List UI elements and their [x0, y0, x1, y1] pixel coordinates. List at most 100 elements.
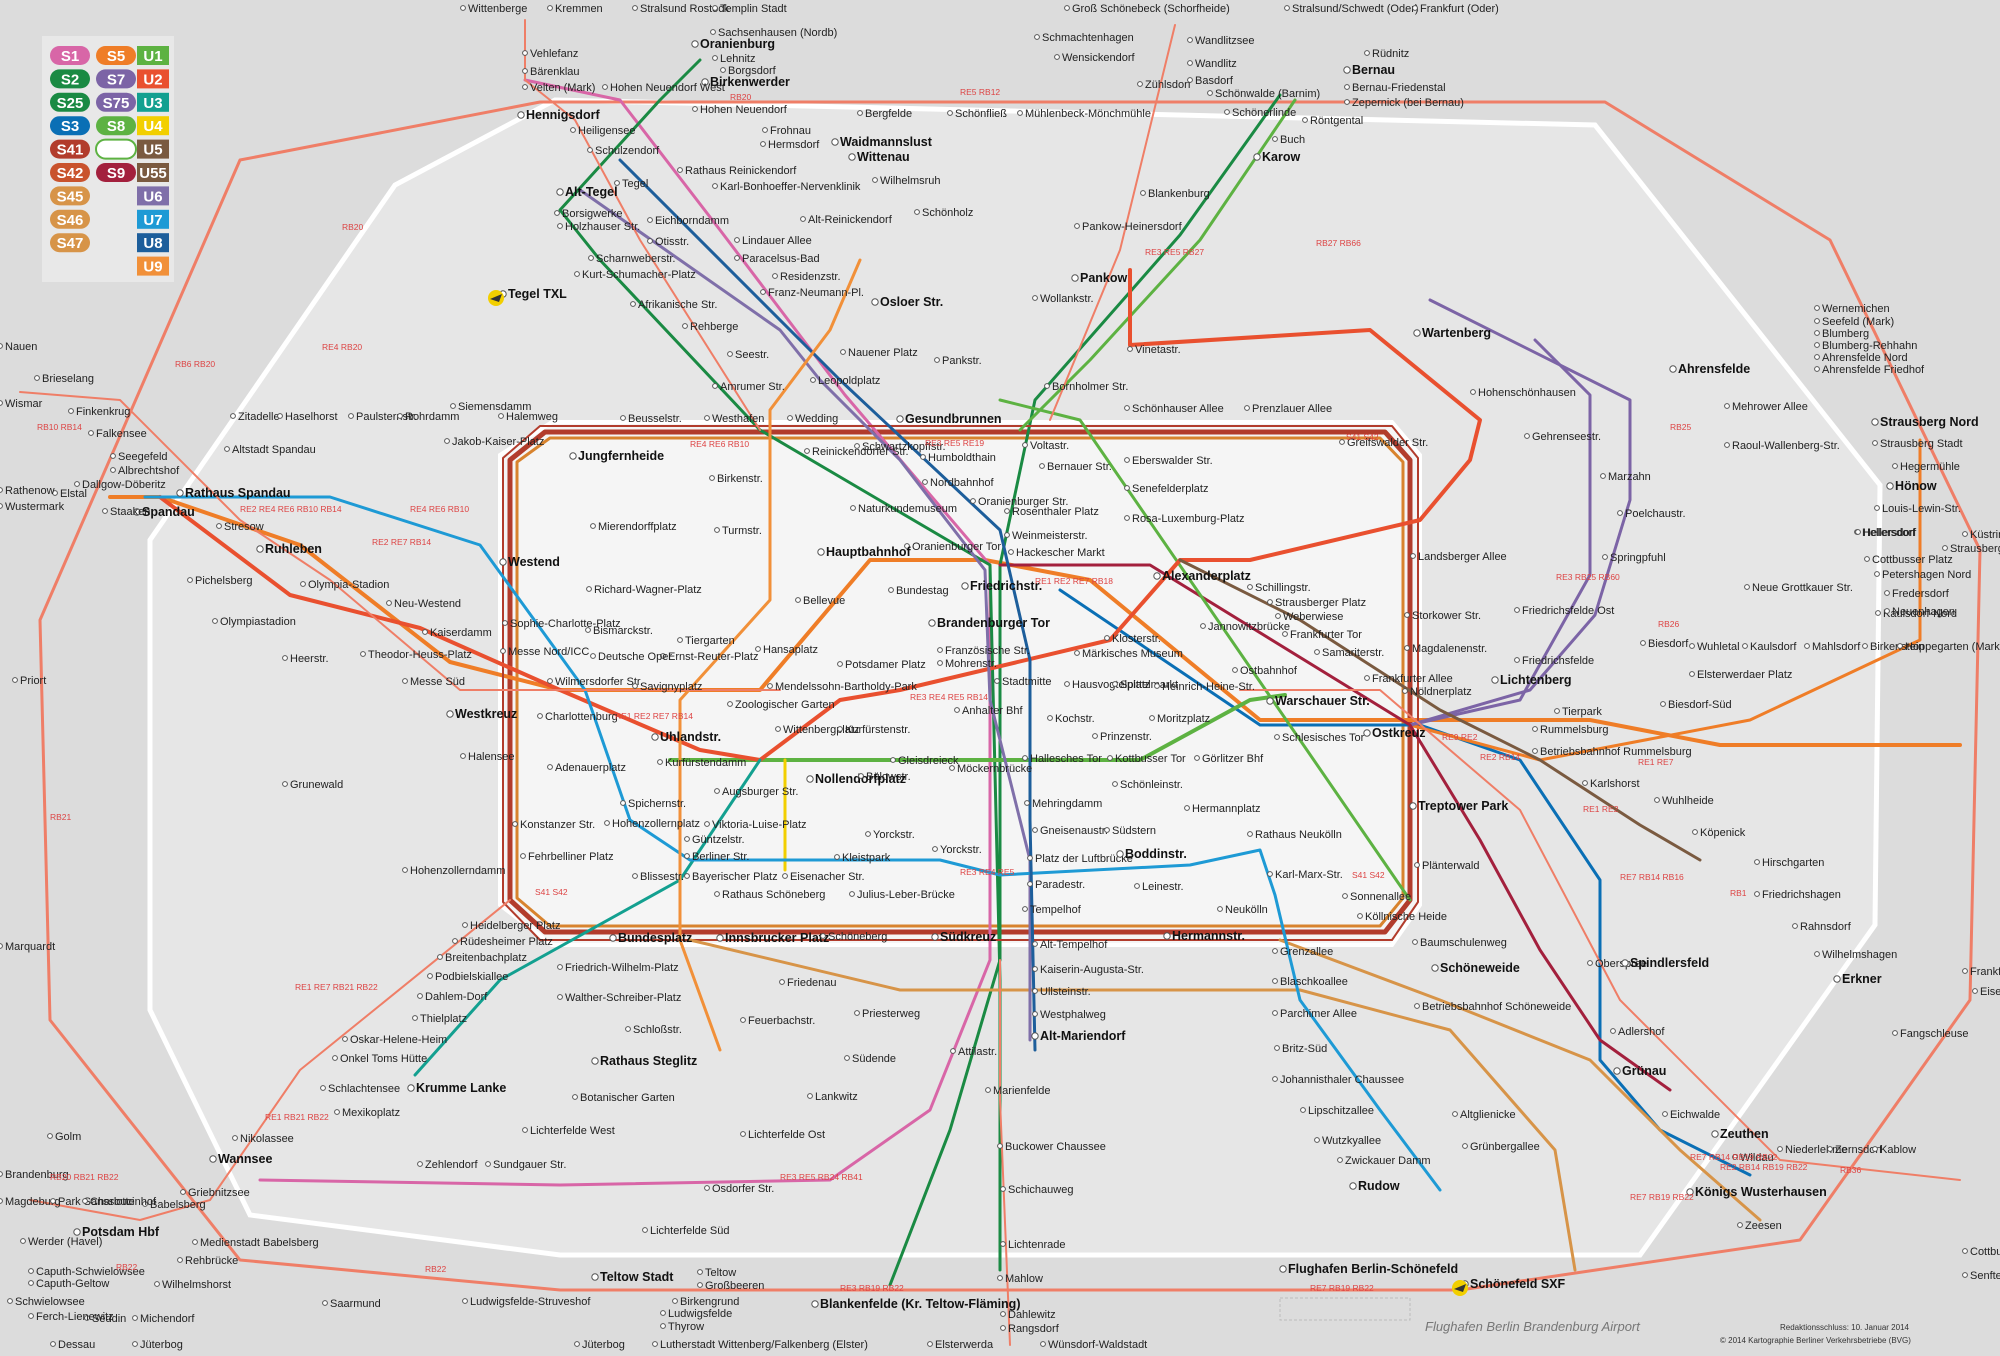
station-name[interactable]: Scharnweberstr.: [596, 253, 675, 265]
station-marker[interactable]: [110, 453, 116, 459]
station-name[interactable]: Märkisches Museum: [1082, 648, 1183, 660]
station-marker[interactable]: [704, 821, 710, 827]
station-name[interactable]: Rüdnitz: [1372, 48, 1409, 60]
station-marker[interactable]: [677, 637, 683, 643]
station-name[interactable]: Blumberg: [1822, 328, 1869, 340]
station-name[interactable]: Elsterwerdaer Platz: [1697, 669, 1792, 681]
station-name[interactable]: Wensickendorf: [1062, 52, 1135, 64]
station-name[interactable]: Wartenberg: [1422, 326, 1491, 340]
station-name[interactable]: Buch: [1280, 134, 1305, 146]
station-name[interactable]: Wannsee: [218, 1152, 272, 1166]
station-name[interactable]: Hohenschönhausen: [1478, 387, 1576, 399]
station-marker[interactable]: [1031, 1032, 1039, 1040]
station-marker[interactable]: [282, 781, 288, 787]
station-marker[interactable]: [651, 733, 659, 741]
station-marker[interactable]: [499, 558, 507, 566]
station-marker[interactable]: [1339, 439, 1345, 445]
station-name[interactable]: Halensee: [468, 751, 514, 763]
station-marker[interactable]: [1962, 968, 1968, 974]
station-marker[interactable]: [520, 853, 526, 859]
station-marker[interactable]: [804, 448, 810, 454]
station-marker[interactable]: [775, 726, 781, 732]
station-marker[interactable]: [1724, 403, 1730, 409]
station-marker[interactable]: [1660, 701, 1666, 707]
station-name[interactable]: Borgsdorf: [728, 65, 777, 77]
station-name[interactable]: Paracelsus-Bad: [742, 253, 820, 265]
station-marker[interactable]: [800, 216, 806, 222]
station-name[interactable]: Alt-Reinickendorf: [808, 214, 893, 226]
station-marker[interactable]: [710, 29, 716, 35]
station-marker[interactable]: [858, 773, 864, 779]
station-name[interactable]: Blaschkoallee: [1280, 976, 1348, 988]
station-marker[interactable]: [697, 1282, 703, 1288]
station-marker[interactable]: [1404, 645, 1410, 651]
station-name[interactable]: Olympia-Stadion: [308, 579, 389, 591]
station-name[interactable]: Oranienburg: [700, 37, 775, 51]
station-marker[interactable]: [865, 831, 871, 837]
station-marker[interactable]: [1140, 190, 1146, 196]
station-name[interactable]: Kurfürstendamm: [665, 757, 746, 769]
station-name[interactable]: Paradestr.: [1035, 879, 1085, 891]
station-marker[interactable]: [417, 993, 423, 999]
station-name[interactable]: Mahlsdorf: [1812, 641, 1861, 653]
station-name[interactable]: Boddinstr.: [1125, 847, 1187, 861]
station-marker[interactable]: [1044, 383, 1050, 389]
station-name[interactable]: Ludwigsfelde-Struveshof: [470, 1296, 591, 1308]
station-marker[interactable]: [1431, 964, 1439, 972]
station-marker[interactable]: [522, 50, 528, 56]
station-marker[interactable]: [1000, 1311, 1006, 1317]
station-marker[interactable]: [557, 964, 563, 970]
station-marker[interactable]: [692, 106, 698, 112]
station-name[interactable]: Schönhauser Allee: [1132, 403, 1224, 415]
station-marker[interactable]: [1232, 667, 1238, 673]
station-name[interactable]: Strausberg Stadt: [1880, 438, 1963, 450]
station-name[interactable]: Alt-Tegel: [565, 185, 618, 199]
station-name[interactable]: Birkenstr.: [717, 473, 763, 485]
station-name[interactable]: Wollankstr.: [1040, 293, 1094, 305]
station-name[interactable]: Otisstr.: [655, 236, 689, 248]
station-marker[interactable]: [1514, 607, 1520, 613]
station-name[interactable]: Messe Nord/ICC: [508, 646, 589, 658]
station-name[interactable]: Albrechtshof: [118, 465, 180, 477]
station-name[interactable]: Ahrensfelde Nord: [1822, 352, 1908, 364]
station-name[interactable]: Priesterweg: [862, 1008, 920, 1020]
station-name[interactable]: Schönfließ: [955, 108, 1007, 120]
station-name[interactable]: Hönow: [1895, 479, 1937, 493]
station-marker[interactable]: [787, 415, 793, 421]
station-name[interactable]: Charlottenhof: [90, 1196, 157, 1208]
station-marker[interactable]: [1343, 66, 1351, 74]
station-name[interactable]: Ferch-Lienewitz: [36, 1311, 114, 1323]
station-marker[interactable]: [1452, 1111, 1458, 1117]
station-marker[interactable]: [1253, 153, 1261, 161]
station-marker[interactable]: [734, 255, 740, 261]
station-marker[interactable]: [1184, 805, 1190, 811]
station-marker[interactable]: [1194, 755, 1200, 761]
station-marker[interactable]: [1884, 590, 1890, 596]
station-marker[interactable]: [837, 726, 843, 732]
station-marker[interactable]: [180, 1189, 186, 1195]
station-marker[interactable]: [740, 1131, 746, 1137]
station-name[interactable]: Hermsdorf: [768, 139, 820, 151]
station-marker[interactable]: [834, 854, 840, 860]
station-marker[interactable]: [1314, 649, 1320, 655]
station-name[interactable]: Bülowstr.: [866, 771, 911, 783]
station-name[interactable]: Lankwitz: [815, 1091, 858, 1103]
station-marker[interactable]: [1470, 389, 1476, 395]
station-name[interactable]: Wuhlheide: [1662, 795, 1714, 807]
station-name[interactable]: Grünau: [1622, 1064, 1666, 1078]
station-name[interactable]: Spichernstr.: [628, 798, 686, 810]
station-marker[interactable]: [1689, 671, 1695, 677]
station-marker[interactable]: [1613, 1067, 1621, 1075]
station-marker[interactable]: [462, 1298, 468, 1304]
station-name[interactable]: Staaken: [110, 506, 150, 518]
station-marker[interactable]: [896, 415, 904, 423]
station-marker[interactable]: [1532, 748, 1538, 754]
station-name[interactable]: Gneisenaustr.: [1040, 825, 1108, 837]
station-marker[interactable]: [556, 188, 564, 196]
station-name[interactable]: Altglienicke: [1460, 1109, 1516, 1121]
station-marker[interactable]: [332, 1055, 338, 1061]
station-marker[interactable]: [837, 661, 843, 667]
station-marker[interactable]: [557, 223, 563, 229]
station-name[interactable]: Zühlsdorf: [1145, 79, 1192, 91]
station-name[interactable]: Velten (Mark): [530, 82, 595, 94]
